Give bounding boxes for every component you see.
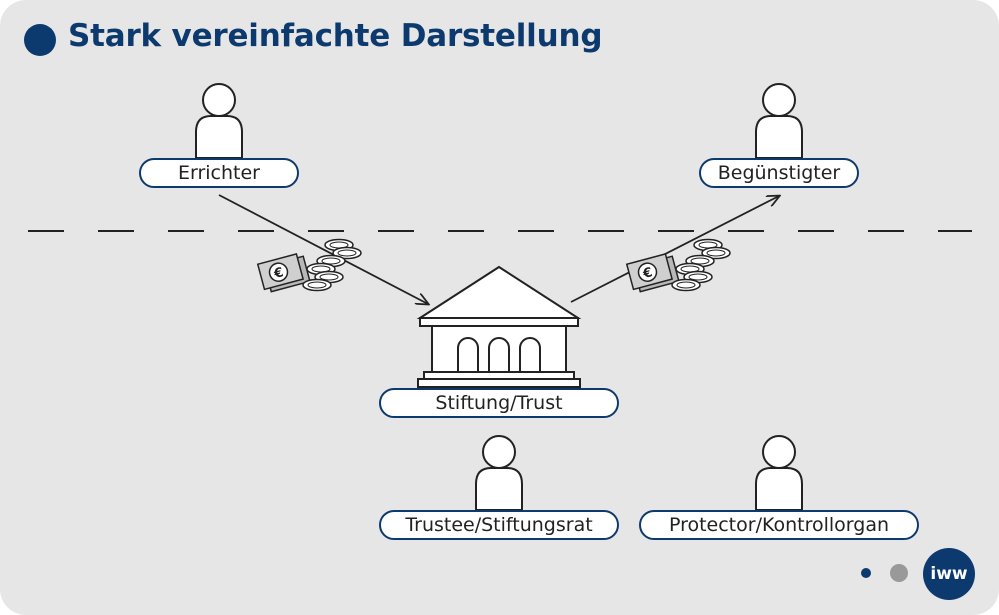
node-label-beguenstigter: Begünstigter — [699, 158, 859, 188]
page-indicator-inactive — [890, 564, 908, 582]
person-icon-trustee — [475, 435, 523, 511]
money-icon-left — [258, 240, 361, 294]
person-icon-errichter — [195, 83, 243, 159]
diagram-title: Stark vereinfachte Darstellung — [68, 18, 603, 54]
node-label-protector: Protector/Kontrollorgan — [639, 510, 919, 540]
arrow-errichter-to-stiftung — [218, 194, 428, 304]
node-label-stiftung: Stiftung/Trust — [379, 388, 619, 418]
person-icon-protector — [755, 435, 803, 511]
building-icon — [416, 265, 582, 388]
node-label-trustee: Trustee/Stiftungsrat — [379, 510, 619, 540]
person-icon-beguenstigter — [755, 83, 803, 159]
title-bullet-icon — [24, 24, 56, 56]
page-indicator-active — [861, 568, 871, 578]
arrow-stiftung-to-beguenstigter — [570, 196, 779, 303]
node-label-errichter: Errichter — [139, 158, 299, 188]
iww-logo: iww — [923, 548, 975, 600]
